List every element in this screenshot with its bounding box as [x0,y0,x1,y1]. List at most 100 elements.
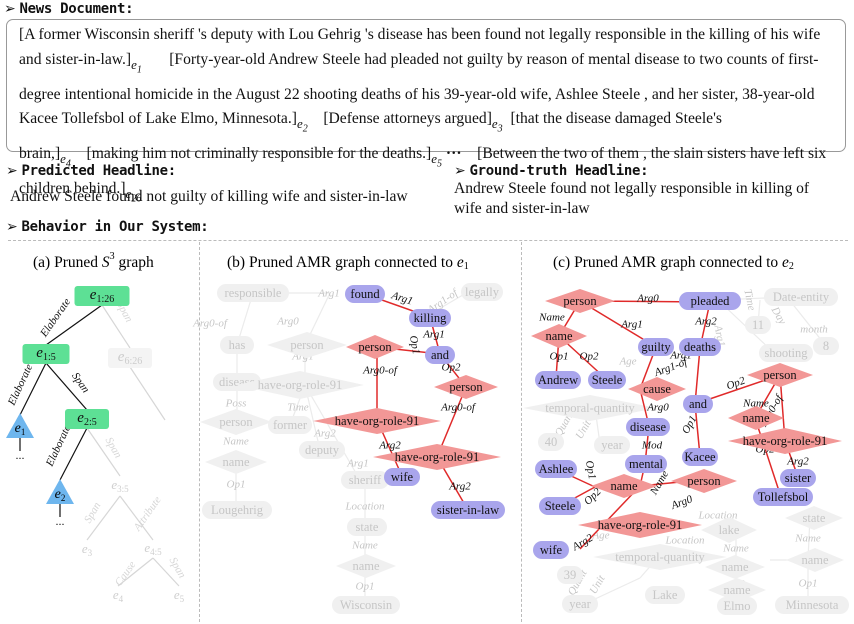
amr-node-tollefsbol-label: Tollefsbol [758,490,809,504]
amr-node-have-org-role-label: have-org-role-91 [395,450,479,464]
ghost-node-label: name [723,583,751,597]
ghost-node-label: have-org-role-91 [258,378,342,392]
amr-node-person [346,335,404,359]
amr-node-wife-label: wife [540,543,563,557]
ghost-node [538,433,564,451]
s3-node-e126 [74,286,130,306]
amr-node-have-org-role-label: have-org-role-91 [598,518,682,532]
predicted-headline-heading: ➢Predicted Headline: [6,163,176,179]
ghost-edge-label: Arg0 [276,316,299,328]
ghost-edge-label: Name [722,543,749,555]
s3-node-e626 [108,348,152,368]
s3-node-label: e2 [55,487,66,503]
s3-node-e4: e4 [113,587,124,604]
ground-truth-headline-heading: ➢Ground-truth Headline: [454,163,649,179]
amr-node-have-org-role [373,444,501,470]
ghost-node [267,332,347,358]
ghost-node-label: year [569,597,591,611]
ghost-node [336,554,396,578]
ghost-edge-label: Day [768,304,788,327]
amr-node-sister-in-law-label: sister-in-law [437,503,499,517]
ghost-edge-label: Age [618,356,636,368]
ghost-node-label: temporal-quantity [545,401,635,415]
ghost-edge-label: Poss [225,398,247,410]
amr-node-have-org-role [578,512,702,538]
news-segment: [A former Wisconsin sheriff 's deputy wi… [19,26,821,75]
ghost-node-label: sheriff [349,473,382,487]
ghost-node [299,441,345,459]
ghost-edge-label: Op1 [799,578,818,590]
amr-node-name [591,474,657,498]
amr-node-person [545,289,615,313]
amr-node-name-label: name [610,479,638,493]
s3-node-label: e1:5 [36,345,55,363]
s3-edge-label: Span [69,370,92,395]
panel-title-a: (a) Pruned S3 graph [33,251,154,270]
ghost-node [645,586,685,604]
amr-node-person-label: person [687,474,721,488]
ghost-edge-label: Location [664,535,705,547]
ghost-node [764,288,838,306]
ghost-node [341,471,389,489]
s3-node-label: e1 [15,421,26,437]
panel-divider-bc [521,242,522,622]
amr-node-have-org-role [313,408,441,434]
amr-edge-label: Name [538,312,565,324]
s3-dots: ... [56,514,65,528]
amr-edge-label: Op1 [407,335,422,356]
ghost-node-label: 11 [752,318,764,332]
ghost-edge-label: Op1 [227,479,246,491]
amr-edge-label: Arg1 [389,289,414,307]
ghost-edge-label: Name [794,533,821,545]
amr-node-and [683,395,713,413]
amr-node-and [425,346,455,364]
ghost-edge-label: Op1 [356,581,375,593]
amr-node-name-label: name [545,329,573,343]
ghost-node-label: has [229,338,246,352]
news-segment-text: [Between the two of them , the slain sis… [19,145,827,198]
s3-node-e1 [6,413,34,438]
ghost-edge [304,384,361,481]
panel-title-b: (b) Pruned AMR graph connected to e1 [227,254,469,273]
s3-node-e15 [22,344,70,364]
news-segment-id: e5 [431,151,443,170]
amr-node-have-org-role [728,428,842,454]
ghost-node-label: lake [719,523,740,537]
s3-edge [45,304,103,346]
ghost-node [705,555,765,579]
news-segment-text: [A former Wisconsin sheriff 's deputy wi… [19,26,821,68]
amr-node-guilty-label: guilty [641,340,671,354]
panel-title-c: (c) Pruned AMR graph connected to e2 [553,254,794,273]
ghost-edge-label: Arg2 [313,428,336,440]
ghost-node-label: name [222,455,250,469]
ghost-node-label: state [803,511,826,525]
s3-edge [152,557,180,587]
amr-edge [754,417,781,495]
ghost-node [268,416,312,434]
ghost-node [701,517,757,543]
amr-node-pleaded-label: pleaded [691,294,731,308]
ghost-node [220,336,254,354]
ghost-node-label: former [273,418,308,432]
s3-edge [19,362,47,416]
amr-node-person [434,375,498,399]
amr-node-steele [588,371,626,389]
amr-edge [694,347,701,405]
amr-node-kacee-label: Kacee [684,450,716,464]
ghost-node-label: Lake [653,588,678,602]
ghost-node [236,371,364,399]
ghost-node [562,595,598,613]
amr-node-steele-label: Steele [592,373,623,387]
amr-node-wife [533,541,569,559]
ghost-node-label: name [801,553,829,567]
s3-edge [101,304,131,349]
amr-node-guilty [638,338,674,356]
ghost-node [708,578,766,602]
ghost-node-label: person [290,338,324,352]
amr-edge-label: Arg0 [636,293,659,305]
amr-edge-label: Op2 [725,375,747,393]
s3-edge-label: Elaborate [5,362,35,408]
amr-node-pleaded [679,292,741,310]
s3-edge [45,362,88,411]
ghost-node-label: responsible [225,286,282,300]
